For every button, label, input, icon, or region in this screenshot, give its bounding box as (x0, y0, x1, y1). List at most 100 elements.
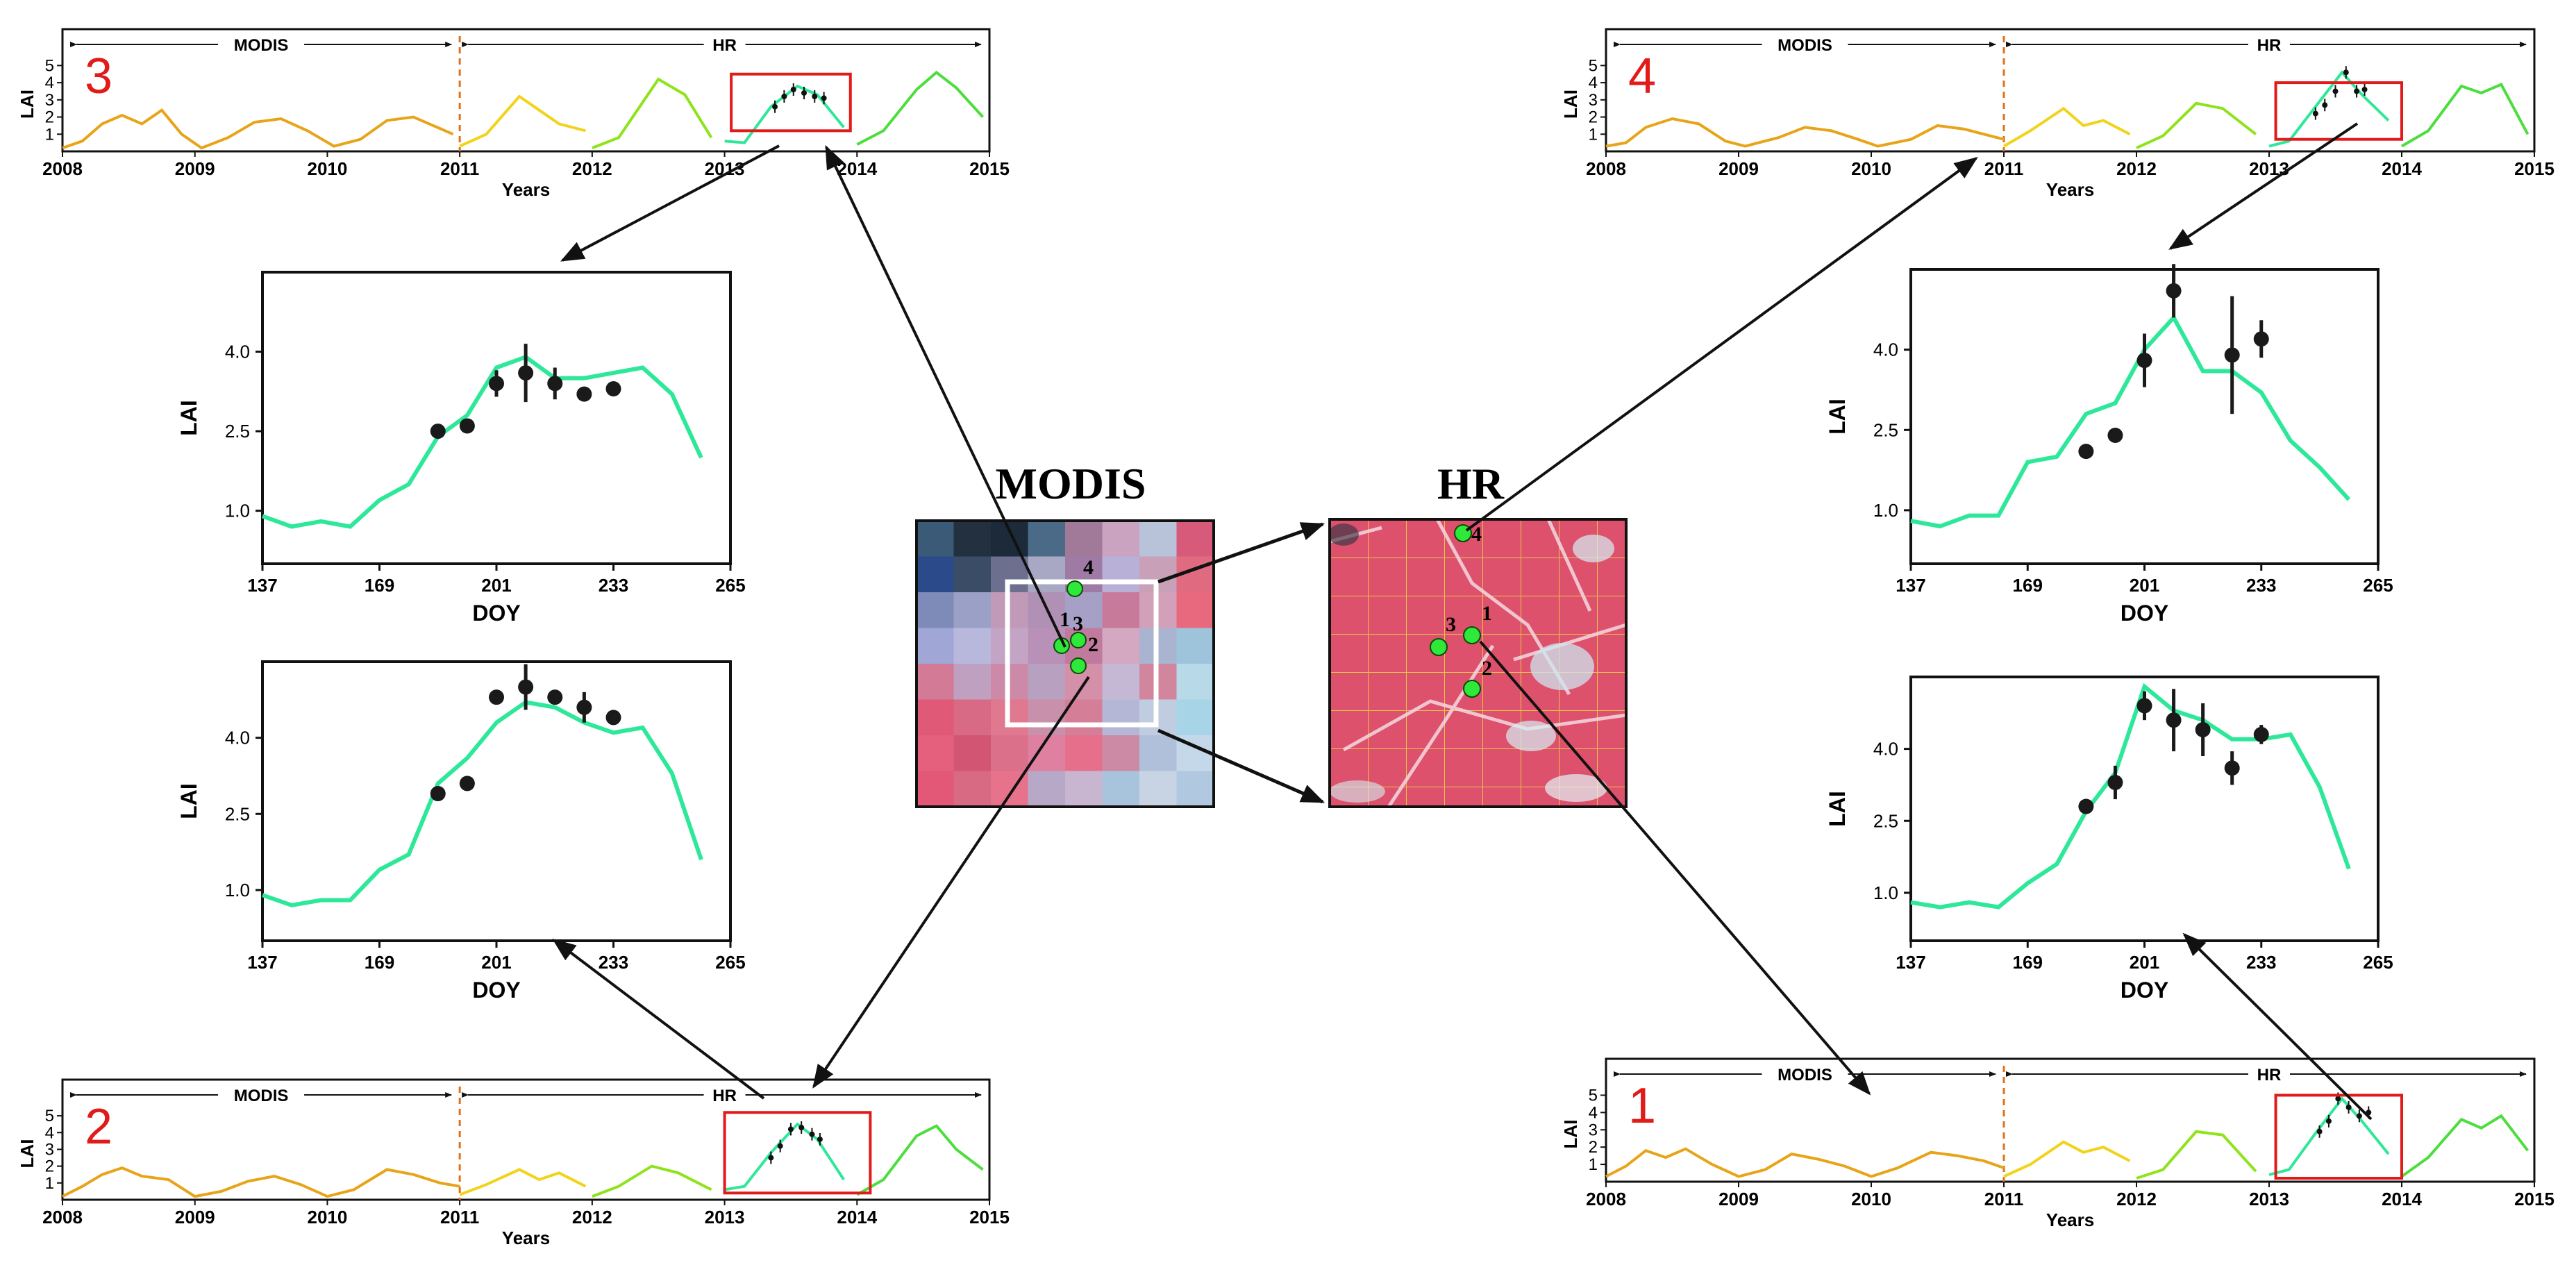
y-tick-label: 3 (1589, 91, 1598, 110)
x-tick-label: 2009 (1718, 158, 1759, 179)
y-tick-label: 2.5 (225, 421, 250, 442)
modis-pixel (1176, 628, 1214, 664)
y-tick-label: 5 (1589, 1086, 1598, 1105)
x-tick-label: 2014 (837, 158, 877, 179)
span-label-bg (703, 1084, 746, 1105)
obs-point (772, 103, 778, 110)
x-tick-label: 265 (2363, 952, 2393, 973)
x-tick-label: 169 (2013, 952, 2043, 973)
lai-observation-point (576, 699, 592, 715)
lai-observation-point (2224, 347, 2240, 363)
modis-pixel (953, 556, 992, 593)
obs-point (781, 93, 787, 99)
hr-season-line (459, 94, 586, 148)
doy-frame (1909, 268, 2380, 565)
hr-season-line (856, 1124, 984, 1196)
ts-frame (61, 1078, 991, 1201)
x-tick-label: 233 (599, 575, 628, 596)
y-tick-label: 2 (1589, 108, 1598, 127)
modis-pixel (1028, 556, 1066, 593)
y-tick-label: 1 (45, 1174, 54, 1193)
x-tick-label: 2014 (837, 1207, 877, 1228)
modis-pixel (917, 664, 955, 701)
hr-span-label: HR (2257, 36, 2282, 55)
y-tick-label: 4 (45, 1123, 54, 1142)
x-tick-label: 137 (247, 952, 277, 973)
arrow-ts3-to-doy (560, 144, 780, 262)
x-tick-label: 2012 (572, 158, 612, 179)
x-tick-label: 137 (247, 575, 277, 596)
x-tick-label: 233 (2246, 952, 2276, 973)
modis-image-group: MODIS (915, 459, 1215, 808)
lai-observation-point (547, 689, 563, 705)
modis-pixel (1065, 521, 1103, 558)
obs-point (809, 1131, 815, 1137)
modis-pixel (1139, 735, 1178, 772)
x-axis-label: DOY (2121, 601, 2168, 626)
x-tick-label: 2010 (308, 1207, 348, 1228)
modis-pixel (1102, 592, 1140, 629)
lai-observation-point (518, 679, 534, 695)
obs-point (768, 1155, 774, 1161)
hr-season-line (2136, 1130, 2257, 1180)
modis-pixel (1176, 664, 1214, 701)
modis-pixel (1028, 699, 1066, 736)
x-tick-label: 2010 (1851, 1189, 1891, 1209)
hr-span-label: HR (712, 1087, 737, 1105)
hr-season-line (856, 70, 984, 146)
y-tick-label: 1 (1589, 1155, 1598, 1174)
y-tick-label: 2 (45, 108, 54, 127)
modis-pixel (1176, 771, 1214, 807)
x-tick-label: 2011 (440, 1207, 479, 1228)
lai-observation-point (2078, 798, 2094, 814)
x-tick-label: 2011 (440, 158, 479, 179)
x-tick-label: 2015 (2514, 1189, 2554, 1209)
modis-series-line (62, 108, 454, 150)
modis-title: MODIS (996, 459, 1146, 508)
x-tick-label: 2009 (1718, 1189, 1759, 1209)
modis-pixel (917, 699, 955, 736)
modis-pixel (953, 771, 992, 807)
hr-title: HR (1437, 459, 1505, 508)
lai-observation-point (430, 786, 446, 802)
zoom-box (2274, 1094, 2404, 1180)
obs-point (817, 1136, 823, 1142)
lai-model-line (1910, 314, 2351, 529)
obs-point (812, 93, 818, 99)
zoom-box (723, 1111, 872, 1195)
modis-pixel (1176, 592, 1214, 629)
x-tick-label: 2014 (2382, 1189, 2422, 1209)
lai-observation-point (605, 710, 621, 726)
lai-observation-point (2253, 726, 2269, 742)
modis-pixel (1102, 699, 1140, 736)
modis-subset-box (1005, 579, 1159, 728)
obs-point (2356, 1113, 2362, 1119)
modis-pixel (917, 771, 955, 807)
connector-arrows (552, 122, 2373, 1121)
obs-point (2325, 1118, 2332, 1124)
hr-sample-points: 4 1 3 2 (1430, 523, 1492, 698)
span-label-bg (2248, 33, 2290, 54)
modis-series-line (1605, 1147, 2005, 1178)
x-axis-label: DOY (472, 978, 520, 1003)
y-tick-label: 3 (45, 91, 54, 110)
obs-point (2332, 88, 2339, 94)
modis-pixel (953, 628, 992, 664)
x-tick-label: 2010 (308, 158, 348, 179)
modis-pixel (991, 521, 1029, 558)
x-tick-label: 2009 (175, 1207, 215, 1228)
hr-image-texture (1328, 518, 1627, 808)
x-tick-label: 137 (1896, 575, 1925, 596)
hr-point-3 (1430, 638, 1448, 656)
hr-season-line (2002, 106, 2131, 148)
x-tick-label: 2013 (705, 1207, 745, 1228)
y-axis-label: LAI (1825, 399, 1850, 435)
x-tick-label: 233 (599, 952, 628, 973)
obs-point (2322, 102, 2328, 108)
x-tick-label: 201 (2130, 575, 2159, 596)
obs-point (2345, 1104, 2352, 1110)
